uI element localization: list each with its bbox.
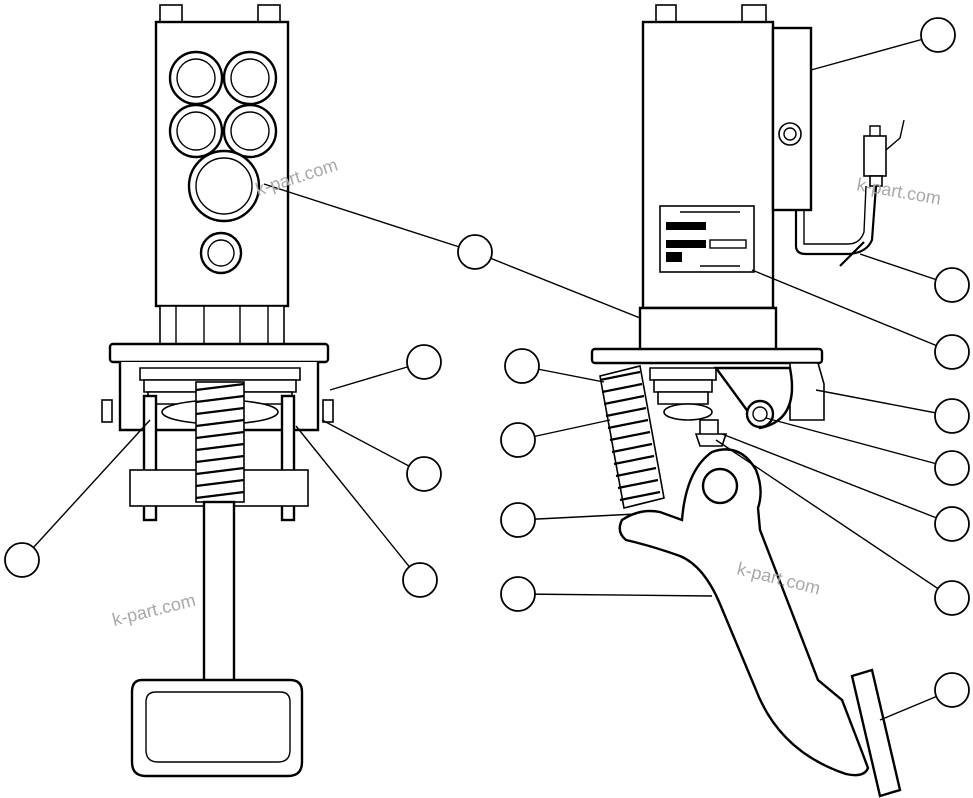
name-plate xyxy=(659,205,755,273)
pedal-lever xyxy=(618,448,870,777)
callout-circle xyxy=(500,502,536,538)
callout-circle xyxy=(934,267,970,303)
mounting-plate-side xyxy=(590,347,824,365)
callout-circle xyxy=(504,348,540,384)
callout-circle xyxy=(934,580,970,616)
callout-circle xyxy=(500,576,536,612)
callout-circle xyxy=(402,562,438,598)
callout-circle xyxy=(934,334,970,370)
callout-circle xyxy=(920,17,956,53)
callout-circle xyxy=(934,672,970,708)
callout-circle xyxy=(4,542,40,578)
side-view xyxy=(590,4,905,798)
pivot-bolt xyxy=(745,399,775,429)
foot-plate xyxy=(850,668,902,798)
callout-circle xyxy=(934,398,970,434)
callout-circle xyxy=(406,456,442,492)
callout-circle xyxy=(500,422,536,458)
port-group xyxy=(168,50,278,275)
pedal-pad-front xyxy=(130,678,304,778)
callout-circle xyxy=(934,506,970,542)
pedal-pivot xyxy=(701,467,739,505)
return-spring-front xyxy=(195,381,245,503)
watermark: k-part.com xyxy=(855,174,942,208)
callout-circle xyxy=(457,234,493,270)
callout-circle xyxy=(934,450,970,486)
return-spring-side xyxy=(599,365,665,509)
callout-circle xyxy=(406,344,442,380)
front-view xyxy=(101,4,334,778)
cable-connector xyxy=(794,119,905,267)
callouts xyxy=(4,17,970,708)
watermark: k-part.com xyxy=(110,590,197,630)
junction-box xyxy=(771,26,813,212)
mounting-plate-front xyxy=(108,342,330,364)
